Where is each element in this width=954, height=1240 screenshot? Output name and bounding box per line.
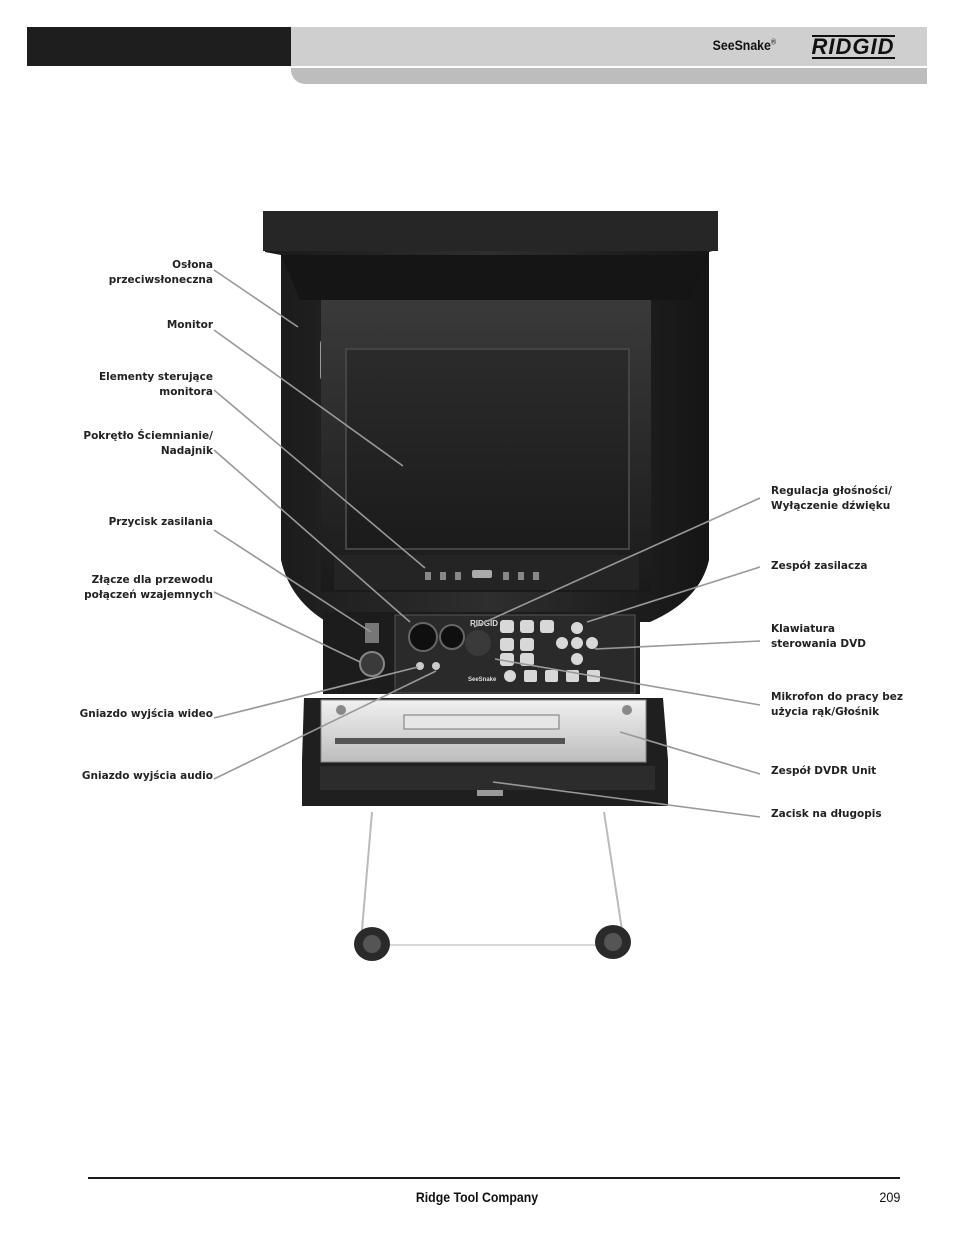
header-black-bar <box>27 27 291 66</box>
page-number: 209 <box>878 1189 900 1205</box>
label-monitor-controls: Elementy sterujące monitora <box>98 371 213 398</box>
interconnect-port <box>359 651 385 677</box>
label-interconnect-connector: Złącze dla przewodu połączeń wzajemnych <box>84 574 213 601</box>
panel-device-text: SeeSnake <box>468 677 497 683</box>
monitor-screen <box>345 348 630 550</box>
label-video-out: Gniazdo wyjścia wideo <box>79 708 213 720</box>
product-name: SeeSnake® <box>712 37 776 53</box>
dimmer-knob <box>408 622 438 652</box>
label-power-button: Przycisk zasilania <box>108 516 213 528</box>
label-sunshade: Osłona przeciwsłoneczna <box>108 259 213 286</box>
header-underline-tab <box>291 66 927 84</box>
label-power-supply: Zespół zasilacza <box>771 560 868 572</box>
audio-jack <box>432 662 440 670</box>
speaker-grille <box>465 630 491 656</box>
footer-rule <box>88 1177 900 1179</box>
pen-clip <box>477 790 503 796</box>
label-dimmer-knob: Pokrętło Ściemnianie/ Nadajnik <box>83 430 213 457</box>
stand <box>354 811 631 961</box>
label-audio-out: Gniazdo wyjścia audio <box>81 770 213 782</box>
monitor-housing <box>321 300 651 592</box>
panel-brand-text: RIDGID <box>470 619 498 628</box>
volume-knob <box>439 624 465 650</box>
monitor-controls <box>425 570 539 580</box>
leader-lines <box>213 269 761 818</box>
video-jack <box>416 662 424 670</box>
label-volume-mute: Regulacja głośności/ Wyłączenie dźwięku <box>771 485 892 512</box>
power-switch <box>365 623 379 643</box>
dvd-keypad <box>500 620 600 682</box>
label-dvd-keypad: Klawiatura sterowania DVD <box>771 623 866 650</box>
label-monitor: Monitor <box>166 319 213 331</box>
label-microphone-speaker: Mikrofon do pracy bez użycia rąk/Głośnik <box>771 691 903 718</box>
label-pen-clip: Zacisk na długopis <box>771 808 882 820</box>
label-dvdr-unit: Zespół DVDR Unit <box>771 765 877 777</box>
header-separator <box>291 66 927 68</box>
control-panel: RIDGID SeeSnake <box>323 612 640 694</box>
dvdr-unit <box>302 698 668 806</box>
header-gray-bar <box>291 27 927 66</box>
ridgid-logo: RIDGID <box>811 34 895 59</box>
footer-company: Ridge Tool Company <box>415 1189 539 1205</box>
